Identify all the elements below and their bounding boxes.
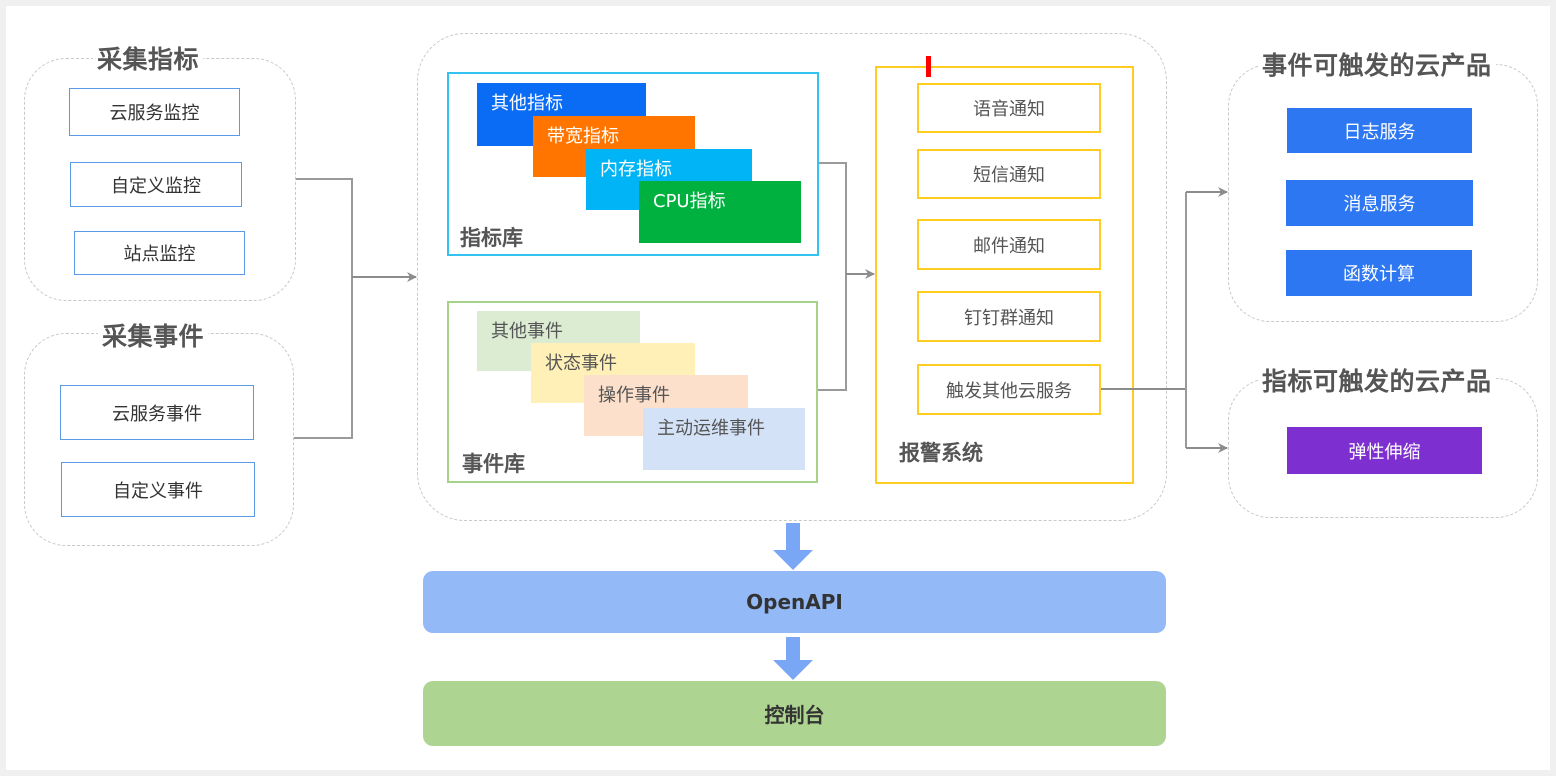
event-library-label: 事件库 (462, 452, 525, 476)
metric-products-title: 指标可触发的云产品 (1258, 362, 1496, 398)
alarm-sms-notification[interactable]: 短信通知 (917, 149, 1101, 199)
console-bar[interactable]: 控制台 (423, 681, 1166, 746)
event-products-title: 事件可触发的云产品 (1258, 46, 1496, 82)
source-custom-monitor[interactable]: 自定义监控 (70, 162, 242, 207)
event-tile-proactive-ops[interactable]: 主动运维事件 (643, 408, 805, 470)
collect-metrics-title: 采集指标 (93, 40, 204, 76)
core-container (417, 33, 1167, 521)
product-auto-scaling[interactable]: 弹性伸缩 (1287, 427, 1482, 474)
alarm-system-label: 报警系统 (899, 441, 983, 465)
source-custom-event[interactable]: 自定义事件 (61, 462, 255, 517)
openapi-bar[interactable]: OpenAPI (423, 571, 1166, 633)
product-log-service[interactable]: 日志服务 (1287, 108, 1472, 153)
alarm-email-notification[interactable]: 邮件通知 (917, 219, 1101, 270)
alarm-voice-notification[interactable]: 语音通知 (917, 83, 1101, 133)
alarm-trigger-cloud-service[interactable]: 触发其他云服务 (917, 364, 1101, 415)
collect-events-title: 采集事件 (98, 317, 209, 353)
source-cloud-monitor[interactable]: 云服务监控 (69, 88, 240, 136)
metric-tile-cpu[interactable]: CPU指标 (639, 181, 801, 243)
cursor-marker (926, 56, 931, 77)
source-site-monitor[interactable]: 站点监控 (74, 231, 245, 275)
source-cloud-event[interactable]: 云服务事件 (60, 385, 254, 440)
product-message-service[interactable]: 消息服务 (1286, 180, 1473, 226)
metric-library-label: 指标库 (460, 226, 523, 250)
alarm-system (875, 66, 1134, 484)
alarm-dingtalk-notification[interactable]: 钉钉群通知 (917, 291, 1101, 342)
product-function-compute[interactable]: 函数计算 (1286, 250, 1472, 296)
